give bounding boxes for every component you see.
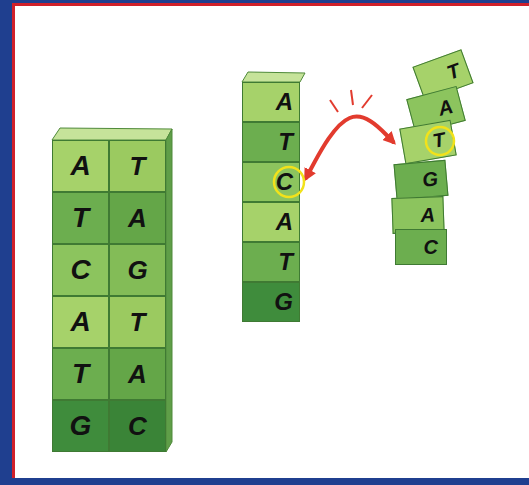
base-block: C — [395, 229, 447, 265]
swap-arrow — [306, 117, 393, 178]
base-block: A — [242, 82, 300, 122]
strand-top-face — [242, 72, 305, 82]
base-block: G — [242, 282, 300, 322]
base-letter: G — [422, 169, 439, 190]
base-block: A — [52, 296, 109, 348]
base-block: A — [242, 202, 300, 242]
base-letter: C — [276, 170, 293, 194]
base-block: T — [52, 192, 109, 244]
base-letter: G — [274, 290, 293, 314]
base-letter: T — [72, 360, 89, 388]
base-block: C — [242, 162, 300, 202]
base-letter: A — [420, 204, 435, 224]
base-block: A — [109, 192, 166, 244]
strand-side-face — [166, 129, 172, 452]
spark-line — [330, 100, 338, 112]
spark-line — [362, 95, 372, 108]
base-block: T — [109, 296, 166, 348]
base-block: A — [109, 348, 166, 400]
base-block: G — [394, 160, 449, 200]
base-letter: A — [128, 361, 147, 387]
highlight-circle — [274, 167, 304, 197]
base-letter: A — [436, 96, 455, 119]
base-block: C — [52, 244, 109, 296]
base-block: T — [109, 140, 166, 192]
base-letter: T — [72, 204, 89, 232]
base-letter: A — [276, 210, 293, 234]
base-block: T — [399, 120, 456, 164]
base-letter: C — [424, 237, 438, 257]
spark-line — [351, 90, 353, 105]
base-block: T — [52, 348, 109, 400]
base-letter: T — [130, 153, 146, 179]
base-letter: T — [444, 60, 462, 83]
highlight-circle — [426, 127, 454, 155]
base-block: T — [242, 242, 300, 282]
base-letter: T — [130, 309, 146, 335]
base-block: T — [242, 122, 300, 162]
strand-top-face — [52, 128, 172, 140]
base-block: A — [52, 140, 109, 192]
base-letter: A — [70, 152, 90, 180]
base-letter: A — [128, 205, 147, 231]
base-block: C — [109, 400, 166, 452]
base-block: G — [109, 244, 166, 296]
base-letter: C — [128, 413, 147, 439]
base-letter: T — [431, 129, 447, 151]
base-letter: A — [276, 90, 293, 114]
base-block: G — [52, 400, 109, 452]
base-letter: G — [127, 257, 147, 283]
base-letter: A — [70, 308, 90, 336]
base-letter: T — [278, 130, 293, 154]
base-letter: G — [70, 412, 92, 440]
base-letter: T — [278, 250, 293, 274]
base-letter: C — [70, 256, 90, 284]
